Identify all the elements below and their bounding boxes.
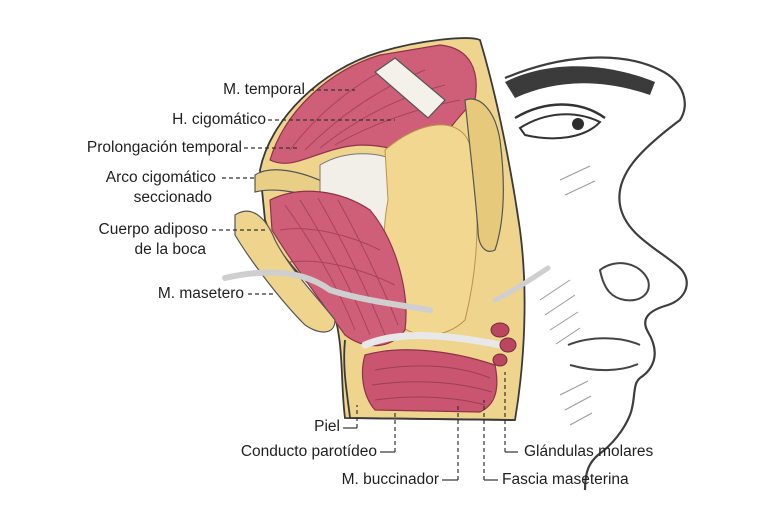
parotid-duct	[222, 269, 433, 313]
label-buccinator: M. buccinador	[341, 471, 439, 488]
face-profile-outline	[504, 56, 688, 491]
buccinator-fibers	[371, 365, 493, 406]
eye	[518, 113, 602, 140]
label-masseter-muscle: M. masetero	[157, 285, 244, 302]
label-buccal-fat-line1: Cuerpo adiposo	[98, 221, 208, 238]
parotid-duct-right	[492, 265, 551, 303]
pupil	[572, 118, 584, 130]
leader-lines-bottom	[343, 372, 518, 481]
label-zygomatic-arch-line2: seccionado	[133, 189, 212, 206]
leader-lines	[212, 89, 395, 295]
label-parotid-duct: Conducto parotídeo	[240, 443, 377, 460]
fascia-strip-right	[464, 98, 504, 252]
cheek-shading	[539, 165, 596, 426]
label-skin: Piel	[314, 418, 340, 435]
molar-glands	[490, 322, 517, 367]
label-molar-glands: Glándulas molares	[524, 443, 654, 460]
eye-lid	[514, 103, 606, 120]
label-temporal-muscle: M. temporal	[223, 81, 305, 98]
label-masseteric-fascia: Fascia maseterina	[502, 471, 629, 488]
lips	[567, 337, 641, 372]
nose-ala	[598, 262, 650, 302]
label-zygomatic-arch-line1: Arco cigomático	[105, 169, 216, 186]
skin-edge	[343, 339, 516, 421]
zygomatic-bone	[374, 57, 446, 119]
buccinator-muscle	[361, 349, 498, 413]
parotid-duct-lower	[361, 332, 504, 349]
masseter-fibers	[279, 197, 399, 336]
eyebrow	[505, 66, 655, 98]
masseter-muscle	[269, 190, 407, 347]
label-temporal-extension: Prolongación temporal	[86, 139, 242, 156]
label-buccal-fat-line2: de la boca	[134, 241, 206, 258]
label-zygomatic-bone: H. cigomático	[172, 111, 266, 128]
